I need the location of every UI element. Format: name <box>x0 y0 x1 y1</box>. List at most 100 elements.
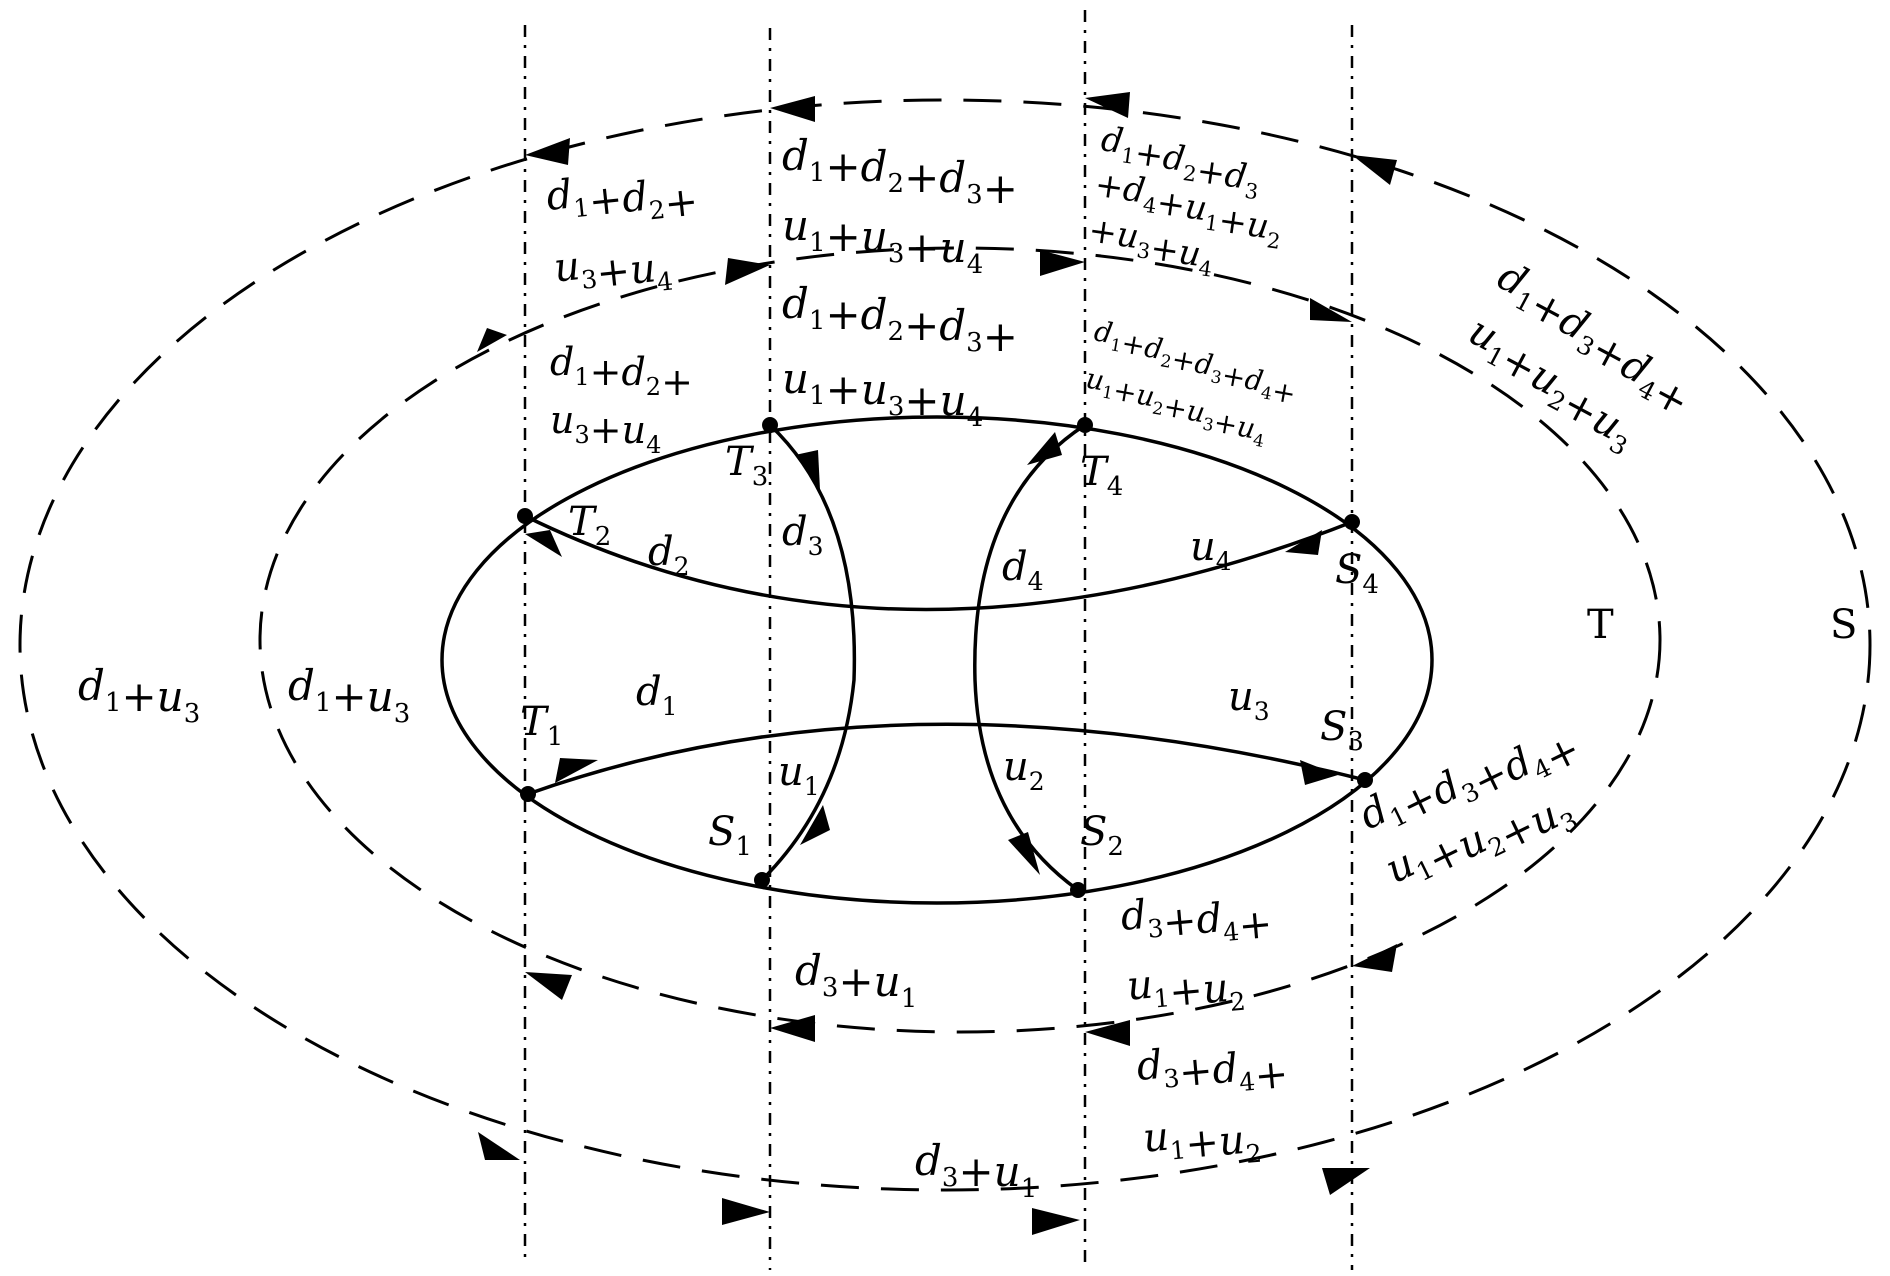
arrow-ring-t-5 <box>1352 944 1397 972</box>
node-dot-t1 <box>520 786 536 802</box>
arrow-ring-s-3 <box>1085 92 1130 118</box>
node-label-s4: S4 <box>1335 547 1379 600</box>
ring-label-t-top-line: d1+d2+d3+ <box>782 279 1018 361</box>
ring-label-s-left-line: d1+u3 <box>78 661 200 729</box>
rings <box>18 98 1872 1192</box>
ring-label-s-top-line: u1+u3+u4 <box>782 201 983 280</box>
ring-label-s-lowright-line: u1+u2 <box>1141 1106 1263 1178</box>
ring-label-s-upright: d1+d2+d3+d4+u1+u2+u3+u4 <box>1084 119 1287 281</box>
ring-label-s-bottom-line: d3+u1 <box>915 1136 1037 1204</box>
node-dot-s2 <box>1070 882 1086 898</box>
ring-label-s-upleft-line: d1+d2+ <box>544 159 700 240</box>
links <box>524 423 1366 892</box>
link-d4 <box>973 423 1086 892</box>
ring-label-t-upleft: d1+d2+u3+u4 <box>550 340 693 459</box>
ring-label-s-lowright: d3+d4+u1+u2 <box>1135 1031 1290 1178</box>
ring-label-t-top: d1+d2+d3+u1+u3+u4 <box>782 279 1018 433</box>
node-label-s1: S1 <box>708 809 752 862</box>
arrow-ring-t-3 <box>1040 250 1085 276</box>
node-dot-t4 <box>1077 417 1093 433</box>
ring-label-s: S <box>1830 602 1857 648</box>
link-label-u1-line: u1 <box>778 749 820 801</box>
arrow-ring-s-2 <box>770 96 815 122</box>
ring-label-s-right: d1+d3+d4+u1+u2+u3 <box>1461 253 1696 461</box>
arrow-ring-s-1 <box>525 138 570 165</box>
link-label-u3: u3 <box>1228 674 1270 726</box>
ring-label-t-upleft-line: d1+d2+ <box>550 340 693 404</box>
link-label-u4: u4 <box>1190 524 1232 576</box>
link-label-d1-line: d1 <box>636 669 678 721</box>
node-dots <box>517 417 1373 898</box>
ring-label-s-top: d1+d2+d3+u1+u3+u4 <box>782 131 1018 280</box>
arrow-t4 <box>1027 432 1062 465</box>
link-label-u3-line: u3 <box>1228 674 1270 726</box>
guide-lines <box>523 10 1354 1270</box>
arrow-ring-t-8 <box>525 972 572 1000</box>
link-d2 <box>524 514 1353 612</box>
ring-label-t-upright-line: d1+d2+d3+d4+ <box>1087 314 1303 410</box>
link-label-u4-line: u4 <box>1190 524 1232 576</box>
arrow-ring-s-7 <box>1032 1208 1080 1235</box>
ring-label-t-lowright: d3+d4+u1+u2 <box>1119 892 1274 1026</box>
ring-arrows <box>477 92 1397 1235</box>
ring-label-s-lowright-line: d3+d4+ <box>1135 1031 1290 1110</box>
link-arrows <box>525 432 1338 875</box>
ring-t <box>258 246 1662 1034</box>
arrow-ring-s-8 <box>1322 1168 1370 1195</box>
node-dot-t3 <box>762 417 778 433</box>
arrow-ring-t-2 <box>725 258 770 285</box>
link-label-u2-line: u2 <box>1003 744 1045 796</box>
arrow-s2 <box>1008 832 1040 875</box>
ring-label-t-left-line: d1+u3 <box>288 661 410 729</box>
ring-label-t-upright: d1+d2+d3+d4+u1+u2+u3+u4 <box>1079 314 1303 452</box>
node-label-t4: T4 <box>1080 449 1123 502</box>
core-ellipse <box>440 415 1434 905</box>
ring-s <box>18 98 1872 1192</box>
ring-label-t-left: d1+u3 <box>288 661 410 729</box>
ring-label-s-upright-line: +u3+u4 <box>1084 210 1218 281</box>
arrow-ring-t-4 <box>1310 298 1352 322</box>
node-dot-s4 <box>1344 514 1360 530</box>
link-label-d3-line: d3 <box>782 509 824 561</box>
link-label-d1: d1 <box>636 669 678 721</box>
arrow-s1 <box>800 805 830 845</box>
ring-label-s-top-line: d1+d2+d3+ <box>782 131 1018 213</box>
arrow-t2 <box>525 530 562 557</box>
node-label-s3: S3 <box>1320 704 1364 757</box>
ring-label-t-bottom: d3+u1 <box>795 946 917 1014</box>
arrow-ring-t-7 <box>770 1015 815 1042</box>
arrow-s3 <box>1300 760 1338 785</box>
ring-label-t-upleft-line: u3+u4 <box>550 398 661 459</box>
node-label-t3: T3 <box>725 439 768 492</box>
ring-label-s-upright-line: d1+d2+d3 <box>1096 119 1266 204</box>
arrow-s4 <box>1285 530 1322 555</box>
ring-label-s-upleft-line: u3+u4 <box>552 234 675 308</box>
link-label-u1: u1 <box>778 749 820 801</box>
node-dot-t2 <box>517 508 533 524</box>
arrow-ring-t-6 <box>1085 1020 1130 1046</box>
link-label-d3: d3 <box>782 509 824 561</box>
ring-label-t-right: d1+d3+d4+u1+u2+u3 <box>1352 726 1588 893</box>
node-label-t2: T2 <box>568 499 611 552</box>
ring-label-t-bottom-line: d3+u1 <box>795 946 917 1014</box>
link-label-d2-line: d2 <box>648 529 690 581</box>
ring-label-t-top-line: u1+u3+u4 <box>782 354 983 433</box>
link-label-d4: d4 <box>1002 544 1044 596</box>
node-label-s2: S2 <box>1080 809 1124 862</box>
ring-label-t-lowright-line: u1+u2 <box>1125 954 1247 1026</box>
arrow-ring-s-5 <box>478 1132 520 1160</box>
ring-label-t-upright-line: u1+u2+u3+u4 <box>1079 362 1272 452</box>
link-d3 <box>760 423 857 882</box>
ring-label-s-bottom: d3+u1 <box>915 1136 1037 1204</box>
node-dot-s1 <box>754 872 770 888</box>
ring-label-s-upright-line: +d4+u1+u2 <box>1089 165 1287 254</box>
arrow-ring-s-4 <box>1352 155 1397 185</box>
ring-label-s-upleft: d1+d2+u3+u4 <box>544 159 700 308</box>
ring-label-t: T <box>1587 602 1614 648</box>
link-label-d4-line: d4 <box>1002 544 1044 596</box>
link-label-u2: u2 <box>1003 744 1045 796</box>
ring-label-s-left: d1+u3 <box>78 661 200 729</box>
node-labels: T1 T2 T3 T4 S1 S2 S3 S4 <box>520 439 1379 862</box>
